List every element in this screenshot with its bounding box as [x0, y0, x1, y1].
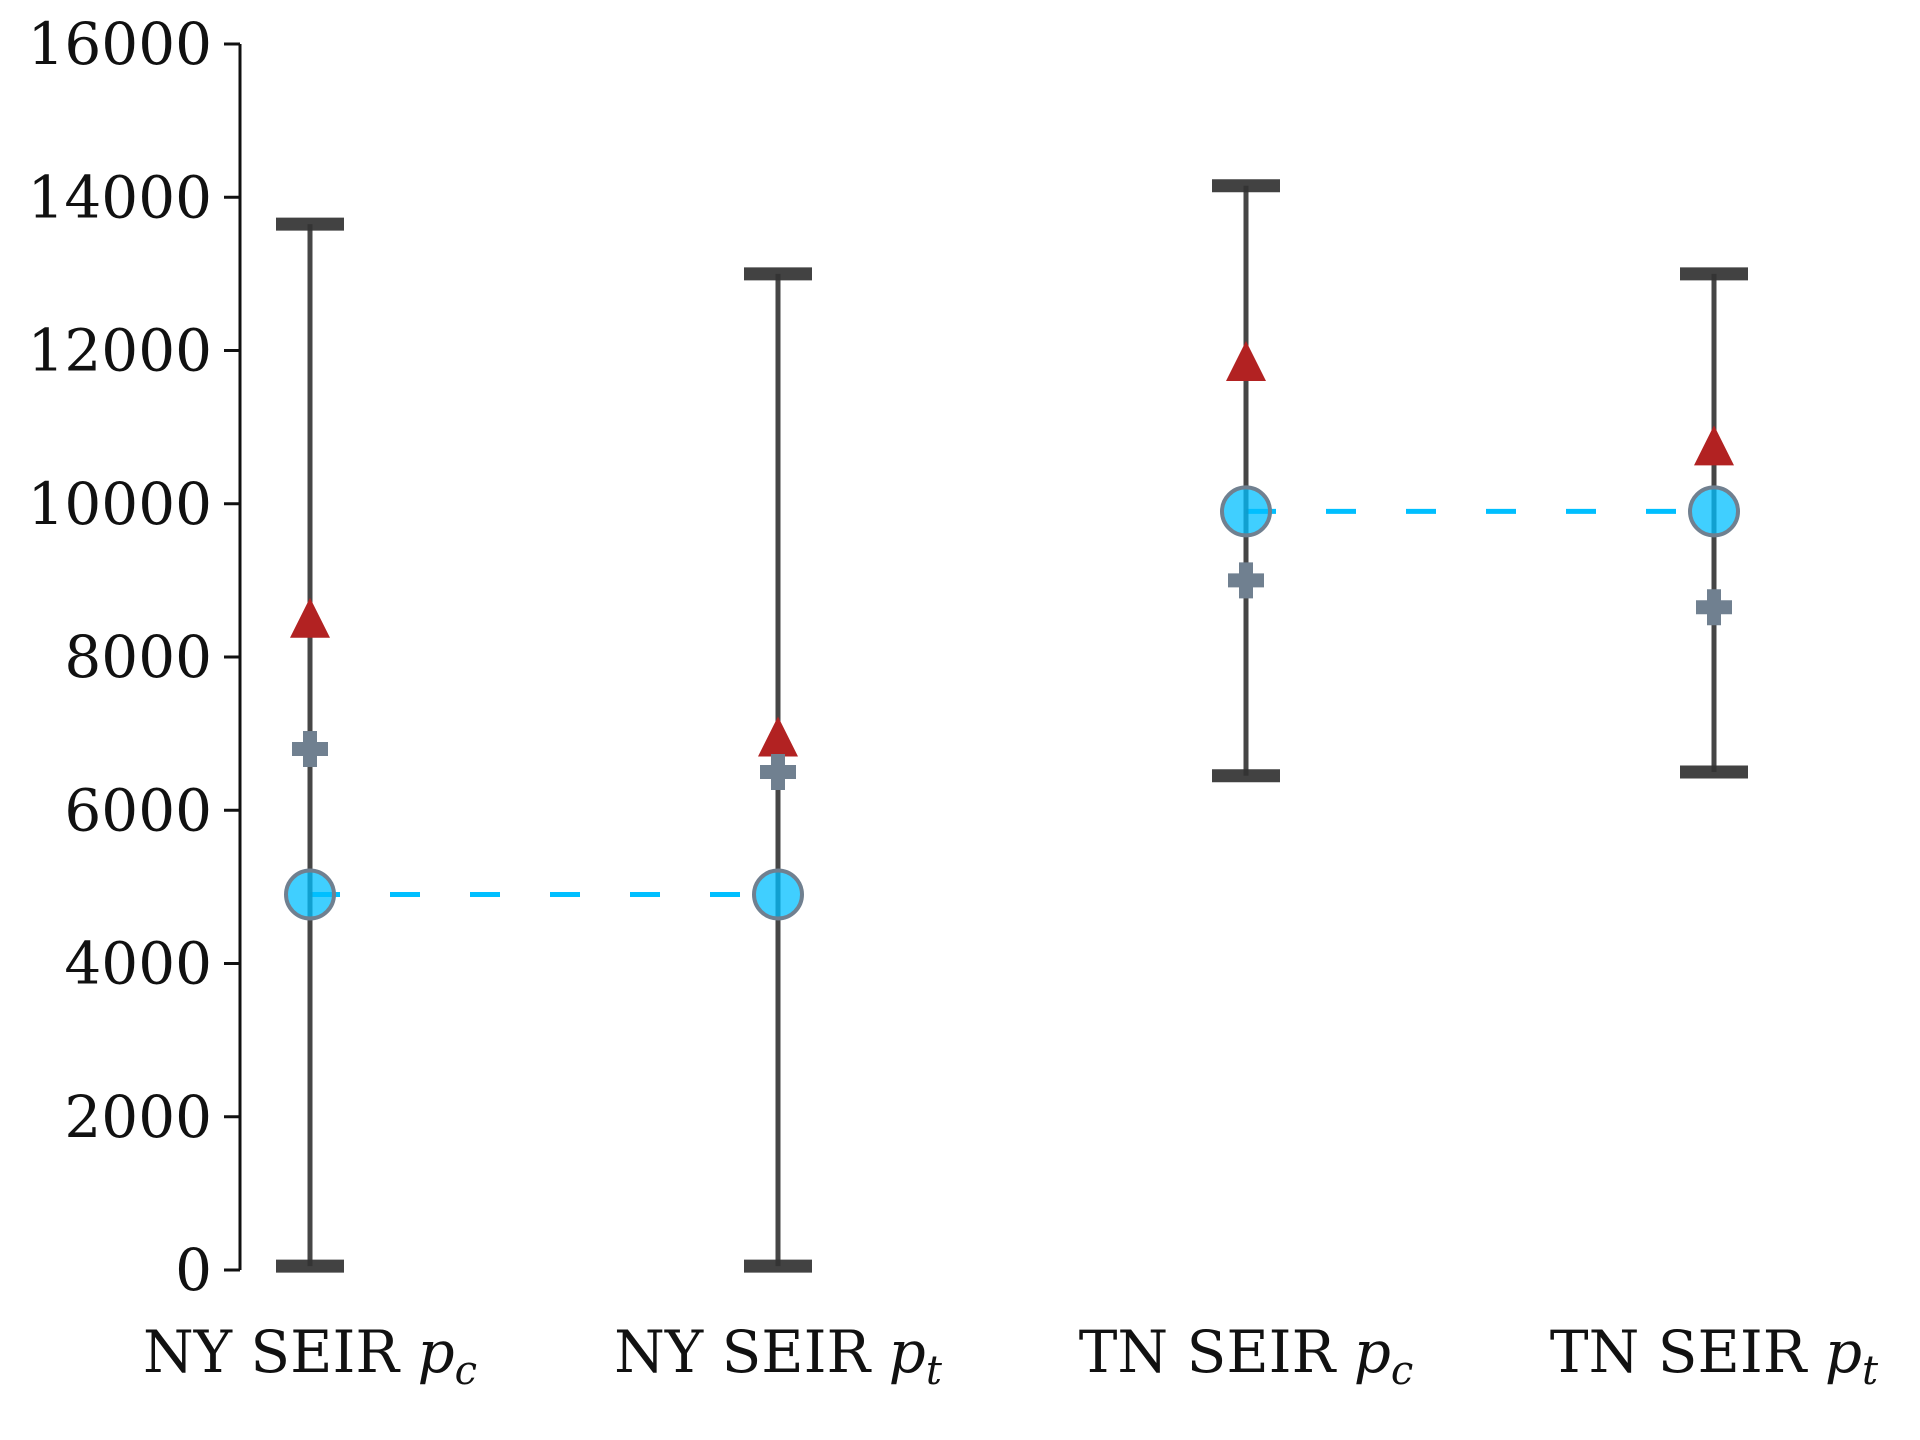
- plus-marker: [1696, 589, 1732, 626]
- y-tick-label: 14000: [27, 163, 212, 231]
- y-tick-label: 0: [175, 1236, 212, 1304]
- category-variable: p: [889, 1318, 926, 1386]
- plus-marker: [1228, 562, 1264, 599]
- circle-marker: [1220, 485, 1272, 538]
- circle-marker: [752, 868, 804, 921]
- category-subscript: c: [1391, 1348, 1413, 1394]
- y-tick-label: 10000: [27, 470, 212, 538]
- x-category-label: TN SEIR pc: [1079, 1318, 1414, 1394]
- y-tick-label: 8000: [64, 623, 212, 691]
- plus-marker: [292, 730, 328, 767]
- x-category-label: NY SEIR pt: [614, 1318, 943, 1394]
- category-name: NY SEIR: [143, 1318, 418, 1386]
- triangle-marker: [1226, 341, 1266, 382]
- triangle-marker: [290, 597, 330, 638]
- category-name: TN SEIR: [1550, 1318, 1825, 1386]
- triangle-marker: [758, 716, 798, 757]
- circle-marker: [1688, 485, 1740, 538]
- y-tick-label: 16000: [27, 10, 212, 78]
- x-category-label: NY SEIR pc: [143, 1318, 477, 1394]
- category-subscript: t: [926, 1348, 943, 1394]
- category-variable: p: [418, 1318, 455, 1386]
- category-subscript: c: [455, 1348, 477, 1394]
- category-variable: p: [1354, 1318, 1391, 1386]
- y-tick-label: 2000: [64, 1083, 212, 1151]
- category-subscript: t: [1862, 1348, 1879, 1394]
- category-name: NY SEIR: [614, 1318, 889, 1386]
- category-name: TN SEIR: [1079, 1318, 1354, 1386]
- plus-marker: [760, 753, 796, 790]
- y-tick-label: 12000: [27, 317, 212, 385]
- circle-marker: [284, 868, 336, 921]
- category-variable: p: [1825, 1318, 1862, 1386]
- y-tick-label: 4000: [64, 930, 212, 998]
- y-tick-label: 6000: [64, 776, 212, 844]
- x-category-label: TN SEIR pt: [1550, 1318, 1879, 1394]
- triangle-marker: [1694, 425, 1734, 466]
